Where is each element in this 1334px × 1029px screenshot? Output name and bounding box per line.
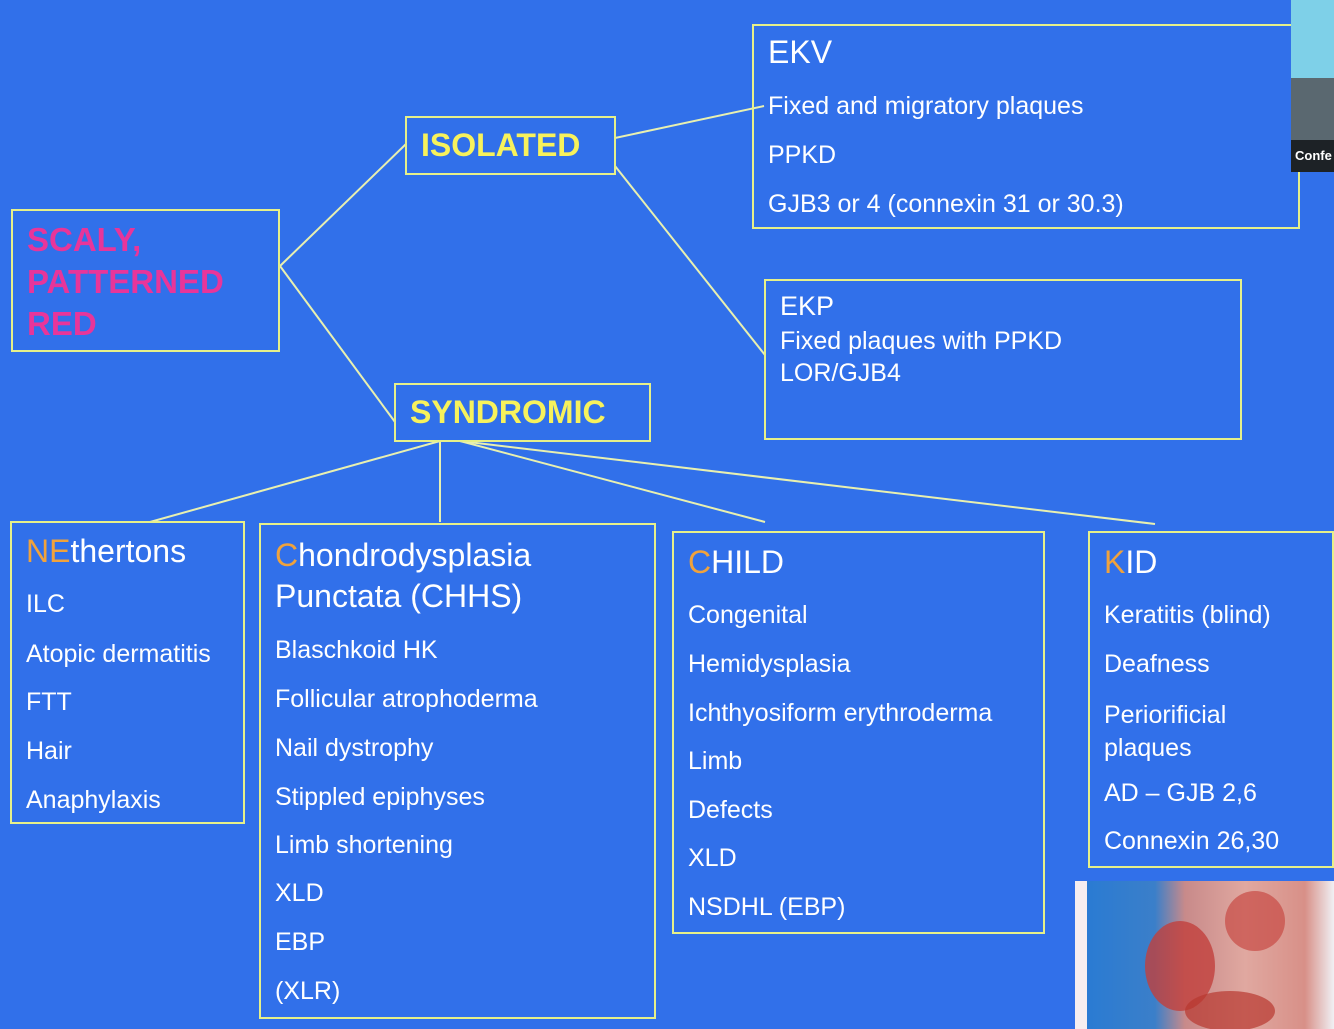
kid-title-highlight: K [1104,544,1126,580]
syndromic-label: SYNDROMIC [410,394,606,430]
ekp-item: Fixed plaques with PPKD [780,327,1063,355]
connector-root-syndromic [279,265,396,423]
kid-item: Connexin 26,30 [1104,827,1280,855]
webcam-label: Confe [1295,148,1332,163]
kid-item: AD – GJB 2,6 [1104,779,1257,807]
child-item: Hemidysplasia [688,650,851,678]
netherton-title-rest: thertons [70,533,187,569]
netherton-title-highlight: NE [26,533,71,569]
netherton-item: FTT [26,688,72,716]
netherton-item: Hair [26,737,72,765]
connector-isolated-ekv [614,105,765,139]
netherton-item: Anaphylaxis [26,786,161,814]
ekv-box: EKV Fixed and migratory plaques PPKD GJB… [752,24,1300,229]
chondro-box: Chondrodysplasia Punctata (CHHS) Blaschk… [259,523,656,1019]
connector-root-isolated [279,143,407,267]
ekv-item: PPKD [768,141,837,169]
chondro-title-highlight: C [275,537,299,573]
connector-isolated-ekp [614,165,766,356]
ekv-title: EKV [768,34,833,70]
ekp-box: EKP Fixed plaques with PPKD LOR/GJB4 [764,279,1242,440]
isolated-label: ISOLATED [421,127,581,163]
netherton-title: NEthertons [26,533,186,570]
netherton-item: Atopic dermatitis [26,640,211,668]
chondro-item: Limb shortening [275,831,453,859]
kid-title-rest: ID [1125,544,1158,580]
connector-syndromic-netherton [149,440,441,523]
kid-title: KID [1104,544,1157,581]
child-item: Congenital [688,601,808,629]
ekv-item: GJB3 or 4 (connexin 31 or 30.3) [768,190,1124,218]
child-item: Defects [688,796,773,824]
child-title: CHILD [688,544,784,581]
chondro-item: (XLR) [275,977,341,1005]
netherton-item: ILC [26,590,65,618]
syndromic-node: SYNDROMIC [394,383,651,442]
netherton-box: NEthertons ILC Atopic dermatitis FTT Hai… [10,521,245,824]
chondro-item: XLD [275,879,324,907]
child-item: Limb [688,747,743,775]
clinical-photo [1075,881,1334,1029]
kid-item: Keratitis (blind) [1104,601,1271,629]
connector-syndromic-child [459,440,766,523]
child-title-highlight: C [688,544,712,580]
connector-syndromic-kid [459,440,1156,525]
isolated-node: ISOLATED [405,116,616,175]
photo-rash [1185,991,1275,1029]
child-item: XLD [688,844,737,872]
kid-item: Deafness [1104,650,1210,678]
chondro-item: Nail dystrophy [275,734,434,762]
ekv-item: Fixed and migratory plaques [768,92,1084,120]
webcam-background [1291,0,1334,78]
chondro-item: Follicular atrophoderma [275,685,538,713]
child-box: CHILD Congenital Hemidysplasia Ichthyosi… [672,531,1045,934]
kid-item: Periorificial plaques [1104,701,1227,762]
root-node: SCALY, PATTERNED RED [11,209,280,352]
chondro-title-line1: Chondrodysplasia [275,537,531,574]
photo-rash [1225,891,1285,951]
child-item: NSDHL (EBP) [688,893,846,921]
chondro-item: EBP [275,928,326,956]
child-title-rest: HILD [711,544,785,580]
chondro-title-line2: Punctata (CHHS) [275,578,523,614]
child-item: Ichthyosiform erythroderma [688,699,993,727]
chondro-item: Stippled epiphyses [275,783,485,811]
kid-box: KID Keratitis (blind) Deafness Periorifi… [1088,531,1334,868]
root-label: SCALY, PATTERNED RED [27,221,224,342]
chondro-title-rest: hondrodysplasia [298,537,532,573]
chondro-item: Blaschkoid HK [275,636,438,664]
ekp-item: LOR/GJB4 [780,359,901,387]
ekp-title: EKP [780,291,835,321]
webcam-overlay: Confe [1291,0,1334,172]
webcam-label-bar [1291,140,1334,172]
